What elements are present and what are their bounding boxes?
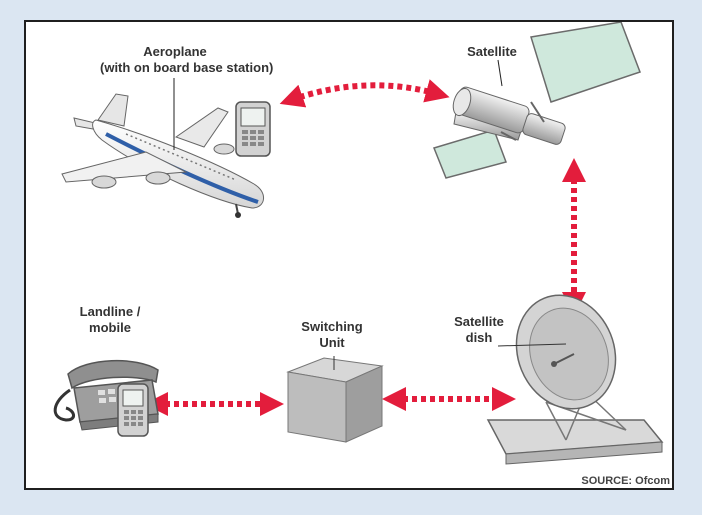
aeroplane-label-line1: Aeroplane — [143, 44, 207, 59]
landline-label-line2: mobile — [89, 320, 131, 335]
switching-unit-label: Switching Unit — [292, 319, 372, 351]
switching-unit-label-line1: Switching — [301, 319, 363, 334]
satellite-label: Satellite — [467, 44, 517, 59]
aeroplane-icon — [61, 93, 264, 218]
landline-label: Landline / mobile — [70, 304, 150, 336]
landline-label-line1: Landline / — [79, 304, 141, 319]
source-credit: SOURCE: Ofcom — [581, 475, 670, 487]
satellite-icon — [432, 22, 641, 179]
diagram-panel: Aeroplane (with on board base station) S… — [24, 20, 674, 490]
onboard-mobile-icon — [235, 101, 271, 157]
satellite-dish-label-line2: dish — [465, 330, 493, 345]
ground-mobile-icon — [117, 383, 149, 437]
switching-unit-icon — [286, 356, 384, 443]
satellite-dish-label: Satellite dish — [446, 314, 512, 346]
satellite-dish-icon — [486, 294, 664, 465]
satellite-dish-label-line1: Satellite — [454, 314, 504, 329]
satellite-leader-line — [497, 59, 503, 87]
aeroplane-label: Aeroplane (with on board base station) — [100, 44, 274, 76]
switching-unit-label-line2: Unit — [319, 335, 345, 350]
aeroplane-label-line2: (with on board base station) — [100, 60, 274, 75]
link-plane-satellite-arrow — [279, 79, 450, 108]
diagram-canvas — [53, 22, 664, 465]
